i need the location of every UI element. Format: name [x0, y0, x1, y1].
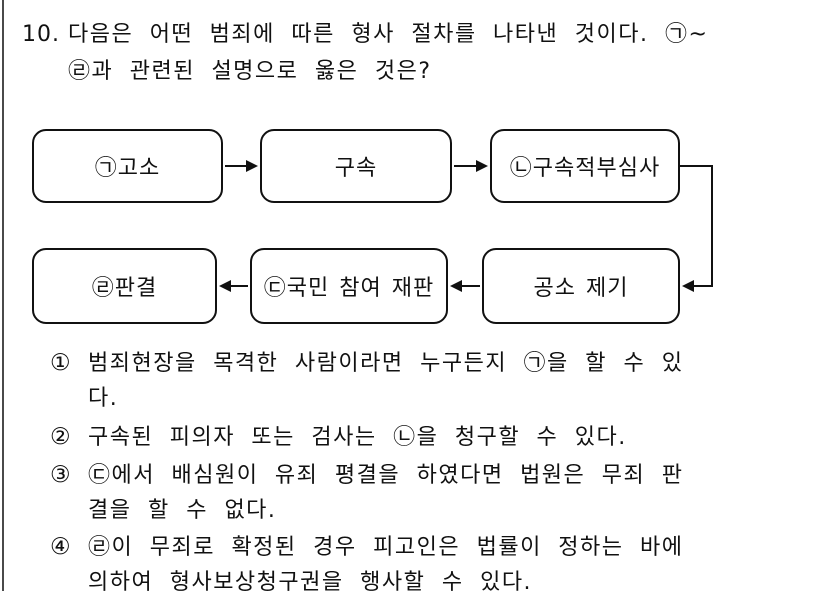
arrow-left-icon [219, 280, 248, 292]
choice-1-line1: 범죄현장을 목격한 사람이라면 누구든지 ㉠을 할 수 있 [88, 351, 684, 376]
flow-box-prosecution: 공소 제기 [482, 248, 680, 324]
flow-box-detention-review-label: ㉡구속적부심사 [509, 156, 661, 181]
choice-2-line1: 구속된 피의자 또는 검사는 ㉡을 청구할 수 있다. [88, 425, 627, 450]
choice-4-line2: 의하여 형사보상청구권을 행사할 수 있다. [88, 570, 533, 591]
choice-4-line1: ㉣이 무죄로 확정된 경우 피고인은 법률이 정하는 바에 [88, 535, 684, 560]
choice-2-text: 구속된 피의자 또는 검사는 ㉡을 청구할 수 있다. [88, 420, 810, 455]
question-stem: 10. 다음은 어떤 범죄에 따른 형사 절차를 나타낸 것이다. ㉠~ ㉣과 … [22, 16, 808, 90]
choice-4-text: ㉣이 무죄로 확정된 경우 피고인은 법률이 정하는 바에 의하여 형사보상청구… [88, 530, 810, 591]
flow-box-verdict: ㉣판결 [32, 248, 217, 324]
flow-box-detention-label: 구속 [334, 156, 378, 181]
flow-box-complaint: ㉠고소 [32, 129, 223, 203]
flow-box-civil-participation-trial: ㉢국민 참여 재판 [250, 248, 448, 324]
question-stem-line1: 10. 다음은 어떤 범죄에 따른 형사 절차를 나타낸 것이다. ㉠~ [22, 16, 808, 53]
arrow-right-icon [225, 160, 258, 172]
question-number: 10. [22, 22, 60, 47]
flow-box-detention: 구속 [260, 129, 452, 203]
choice-option-1[interactable]: ① 범죄현장을 목격한 사람이라면 누구든지 ㉠을 할 수 있 다. [50, 346, 810, 416]
page-left-rule [2, 0, 4, 591]
flow-box-verdict-label: ㉣판결 [91, 276, 158, 301]
choice-option-4[interactable]: ④ ㉣이 무죄로 확정된 경우 피고인은 법률이 정하는 바에 의하여 형사보상… [50, 530, 810, 591]
choice-3-text: ㉢에서 배심원이 유죄 평결을 하였다면 법원은 무죄 판 결을 할 수 없다. [88, 458, 810, 528]
flow-box-complaint-label: ㉠고소 [94, 156, 161, 181]
choice-option-2[interactable]: ② 구속된 피의자 또는 검사는 ㉡을 청구할 수 있다. [50, 420, 810, 455]
arrow-left-icon [450, 280, 480, 292]
choice-3-line1: ㉢에서 배심원이 유죄 평결을 하였다면 법원은 무죄 판 [88, 463, 684, 488]
choice-2-number: ② [50, 424, 71, 450]
choice-3-number: ③ [50, 462, 71, 488]
question-text-line2: ㉣과 관련된 설명으로 옳은 것은? [68, 59, 432, 84]
choice-1-number: ① [50, 350, 71, 376]
flow-box-detention-review: ㉡구속적부심사 [490, 129, 680, 203]
flow-box-prosecution-label: 공소 제기 [533, 276, 629, 301]
choice-3-line2: 결을 할 수 없다. [88, 498, 277, 523]
question-text-line1: 다음은 어떤 범죄에 따른 형사 절차를 나타낸 것이다. ㉠~ [68, 22, 709, 47]
choice-1-line2: 다. [88, 386, 119, 411]
elbow-connector-arrow-icon [680, 165, 713, 292]
choice-4-number: ④ [50, 534, 71, 560]
choice-1-text: 범죄현장을 목격한 사람이라면 누구든지 ㉠을 할 수 있 다. [88, 346, 810, 416]
arrow-right-icon [454, 160, 488, 172]
flow-box-civil-participation-trial-label: ㉢국민 참여 재판 [263, 276, 435, 301]
choice-option-3[interactable]: ③ ㉢에서 배심원이 유죄 평결을 하였다면 법원은 무죄 판 결을 할 수 없… [50, 458, 810, 528]
